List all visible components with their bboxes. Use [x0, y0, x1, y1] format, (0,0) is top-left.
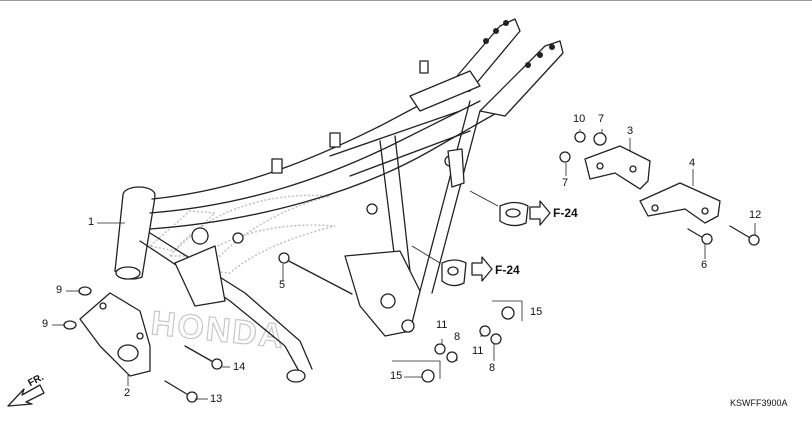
callout-14: 14: [233, 361, 246, 373]
callout-9-bottom: 9: [42, 318, 49, 330]
callout-4: 4: [689, 157, 696, 169]
callout-2: 2: [124, 387, 131, 399]
callout-13: 13: [210, 393, 223, 405]
callout-1: 1: [88, 216, 95, 228]
frame-body: [114, 18, 564, 383]
callout-11-left: 11: [436, 319, 448, 331]
callout-15-right: 15: [530, 306, 543, 318]
callout-7-left: 7: [562, 177, 569, 189]
bracket-4: [639, 182, 721, 224]
callout-12: 12: [749, 209, 762, 221]
callout-7-top: 7: [598, 113, 605, 125]
callout-9-top: 9: [56, 284, 63, 296]
diagram-code: KSWFF3900A: [730, 398, 788, 408]
callout-6: 6: [701, 259, 708, 271]
reference-f24-lower[interactable]: F-24: [495, 263, 520, 277]
reference-f24-upper[interactable]: F-24: [553, 206, 578, 220]
front-direction-arrow: [7, 384, 45, 407]
callout-10: 10: [573, 113, 586, 125]
callout-15-left: 15: [390, 370, 403, 382]
callout-8-left: 8: [454, 331, 461, 343]
bracket-3: [584, 145, 651, 190]
callout-3: 3: [627, 125, 634, 137]
honda-watermark: HONDA: [148, 194, 336, 357]
callout-11-right: 11: [472, 345, 484, 357]
callout-5: 5: [279, 279, 286, 291]
callout-8-right: 8: [489, 362, 496, 374]
